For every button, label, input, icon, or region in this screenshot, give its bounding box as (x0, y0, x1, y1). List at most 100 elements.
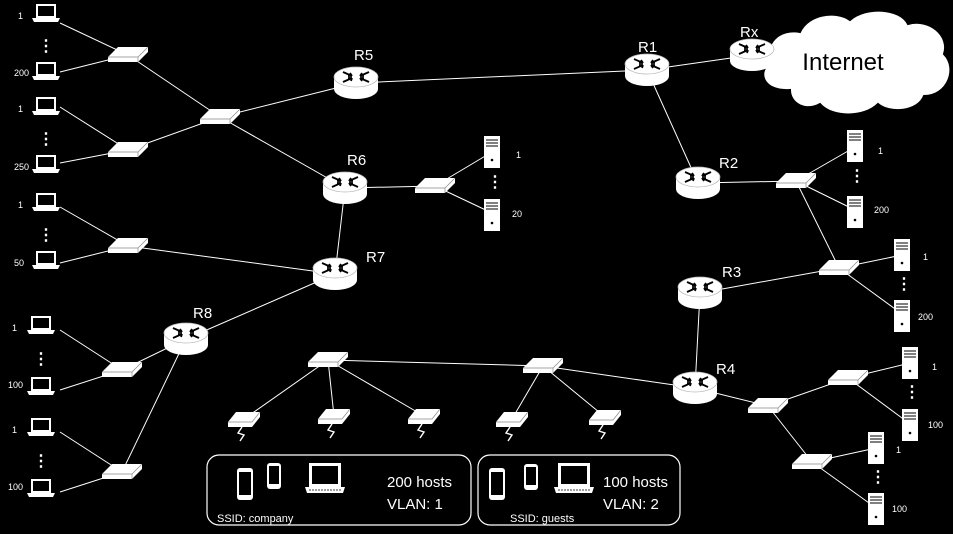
router-r4[interactable] (672, 371, 718, 405)
phone-icon (267, 463, 281, 489)
wlan-company-box: 200 hosts VLAN: 1 SSID: company (206, 454, 472, 526)
switch[interactable] (818, 259, 860, 276)
host-group-3: 1 50 ⋮ (14, 193, 60, 269)
laptop-icon (27, 377, 55, 395)
host-group-4: 1 100 ⋮ (8, 316, 55, 395)
svg-text:200: 200 (14, 68, 29, 78)
switch[interactable] (101, 463, 143, 480)
laptop-icon (32, 97, 60, 115)
internet-cloud: Internet (762, 9, 952, 116)
server-group-r3: 1 200 ⋮ (893, 238, 933, 333)
svg-text:250: 250 (14, 162, 29, 172)
router-r5[interactable] (333, 66, 379, 100)
router-r8[interactable] (163, 322, 209, 356)
router-r8-label: R8 (193, 305, 212, 322)
router-r6[interactable] (322, 171, 368, 205)
router-r3[interactable] (677, 276, 723, 310)
svg-text:100: 100 (892, 504, 907, 514)
server-icon (483, 198, 501, 232)
switch[interactable] (107, 141, 149, 158)
switch[interactable] (101, 361, 143, 378)
access-point[interactable] (317, 408, 351, 439)
laptop-icon (27, 418, 55, 436)
switch[interactable] (107, 46, 149, 63)
switch[interactable] (107, 237, 149, 254)
server-group-r2: 1 200 ⋮ (846, 129, 889, 229)
router-r6-label: R6 (347, 152, 366, 169)
svg-text:200: 200 (918, 312, 933, 322)
router-r1-label: R1 (638, 39, 657, 56)
phone-icon (237, 468, 253, 500)
server-icon (901, 346, 919, 380)
router-r5-label: R5 (354, 47, 373, 64)
svg-text:100: 100 (8, 482, 23, 492)
access-point[interactable] (407, 408, 441, 439)
svg-text:50: 50 (14, 258, 24, 268)
router-r3-label: R3 (722, 264, 741, 281)
laptop-icon (27, 316, 55, 334)
router-r1[interactable] (624, 53, 670, 87)
svg-text:1: 1 (896, 445, 901, 455)
router-r2[interactable] (675, 166, 721, 200)
svg-text:⋮: ⋮ (849, 168, 865, 185)
switch[interactable] (747, 397, 789, 414)
laptop-icon (32, 155, 60, 173)
access-point[interactable] (227, 411, 261, 442)
server-icon (893, 299, 911, 333)
router-r7[interactable] (312, 257, 358, 291)
laptop-icon (32, 4, 60, 22)
switch[interactable] (307, 351, 349, 368)
server-icon (867, 431, 885, 465)
laptop-icon (32, 251, 60, 269)
switch[interactable] (827, 369, 869, 386)
host-group-2: 1 250 ⋮ (14, 97, 60, 173)
wlan-guests-hosts: 100 hosts (603, 474, 668, 491)
server-icon (867, 492, 885, 526)
switch[interactable] (791, 453, 833, 470)
switch[interactable] (414, 177, 456, 194)
server-group-r6: 1 20 ⋮ (483, 135, 522, 232)
server-icon (846, 195, 864, 229)
server-group-r4a: 1 100 ⋮ (901, 346, 943, 442)
svg-text:⋮: ⋮ (38, 131, 54, 148)
svg-text:1: 1 (932, 362, 937, 372)
svg-text:⋮: ⋮ (38, 227, 54, 244)
svg-text:⋮: ⋮ (870, 469, 886, 486)
access-point[interactable] (495, 411, 529, 442)
svg-text:⋮: ⋮ (487, 174, 503, 191)
svg-text:1: 1 (878, 146, 883, 156)
phone-icon (524, 464, 538, 490)
laptop-icon (553, 462, 595, 494)
access-point[interactable] (588, 409, 622, 440)
svg-text:1: 1 (18, 11, 23, 21)
host-group-5: 1 100 ⋮ (8, 418, 55, 497)
svg-text:200: 200 (874, 205, 889, 215)
svg-text:1: 1 (12, 323, 17, 333)
wlan-company-ssid: SSID: company (217, 513, 294, 525)
router-r2-label: R2 (719, 155, 738, 172)
server-group-r4b: 1 100 ⋮ (867, 431, 907, 526)
phone-icon (489, 468, 505, 500)
svg-text:1: 1 (516, 150, 521, 160)
server-icon (893, 238, 911, 272)
svg-text:⋮: ⋮ (33, 453, 49, 470)
wlan-guests-ssid: SSID: guests (510, 513, 575, 525)
wlan-company-vlan: VLAN: 1 (387, 496, 443, 513)
server-icon (846, 129, 864, 163)
server-icon (901, 408, 919, 442)
laptop-icon (32, 193, 60, 211)
switch[interactable] (522, 357, 564, 374)
wlan-guests-vlan: VLAN: 2 (603, 496, 659, 513)
svg-text:⋮: ⋮ (38, 38, 54, 55)
svg-text:⋮: ⋮ (33, 351, 49, 368)
svg-text:1: 1 (12, 425, 17, 435)
svg-text:100: 100 (928, 420, 943, 430)
host-group-1: 1 200 ⋮ (14, 4, 60, 80)
svg-text:1: 1 (923, 252, 928, 262)
router-r4-label: R4 (716, 361, 735, 378)
switch[interactable] (775, 172, 817, 189)
switch[interactable] (199, 108, 241, 125)
router-rx[interactable] (729, 38, 775, 72)
laptop-icon (27, 479, 55, 497)
